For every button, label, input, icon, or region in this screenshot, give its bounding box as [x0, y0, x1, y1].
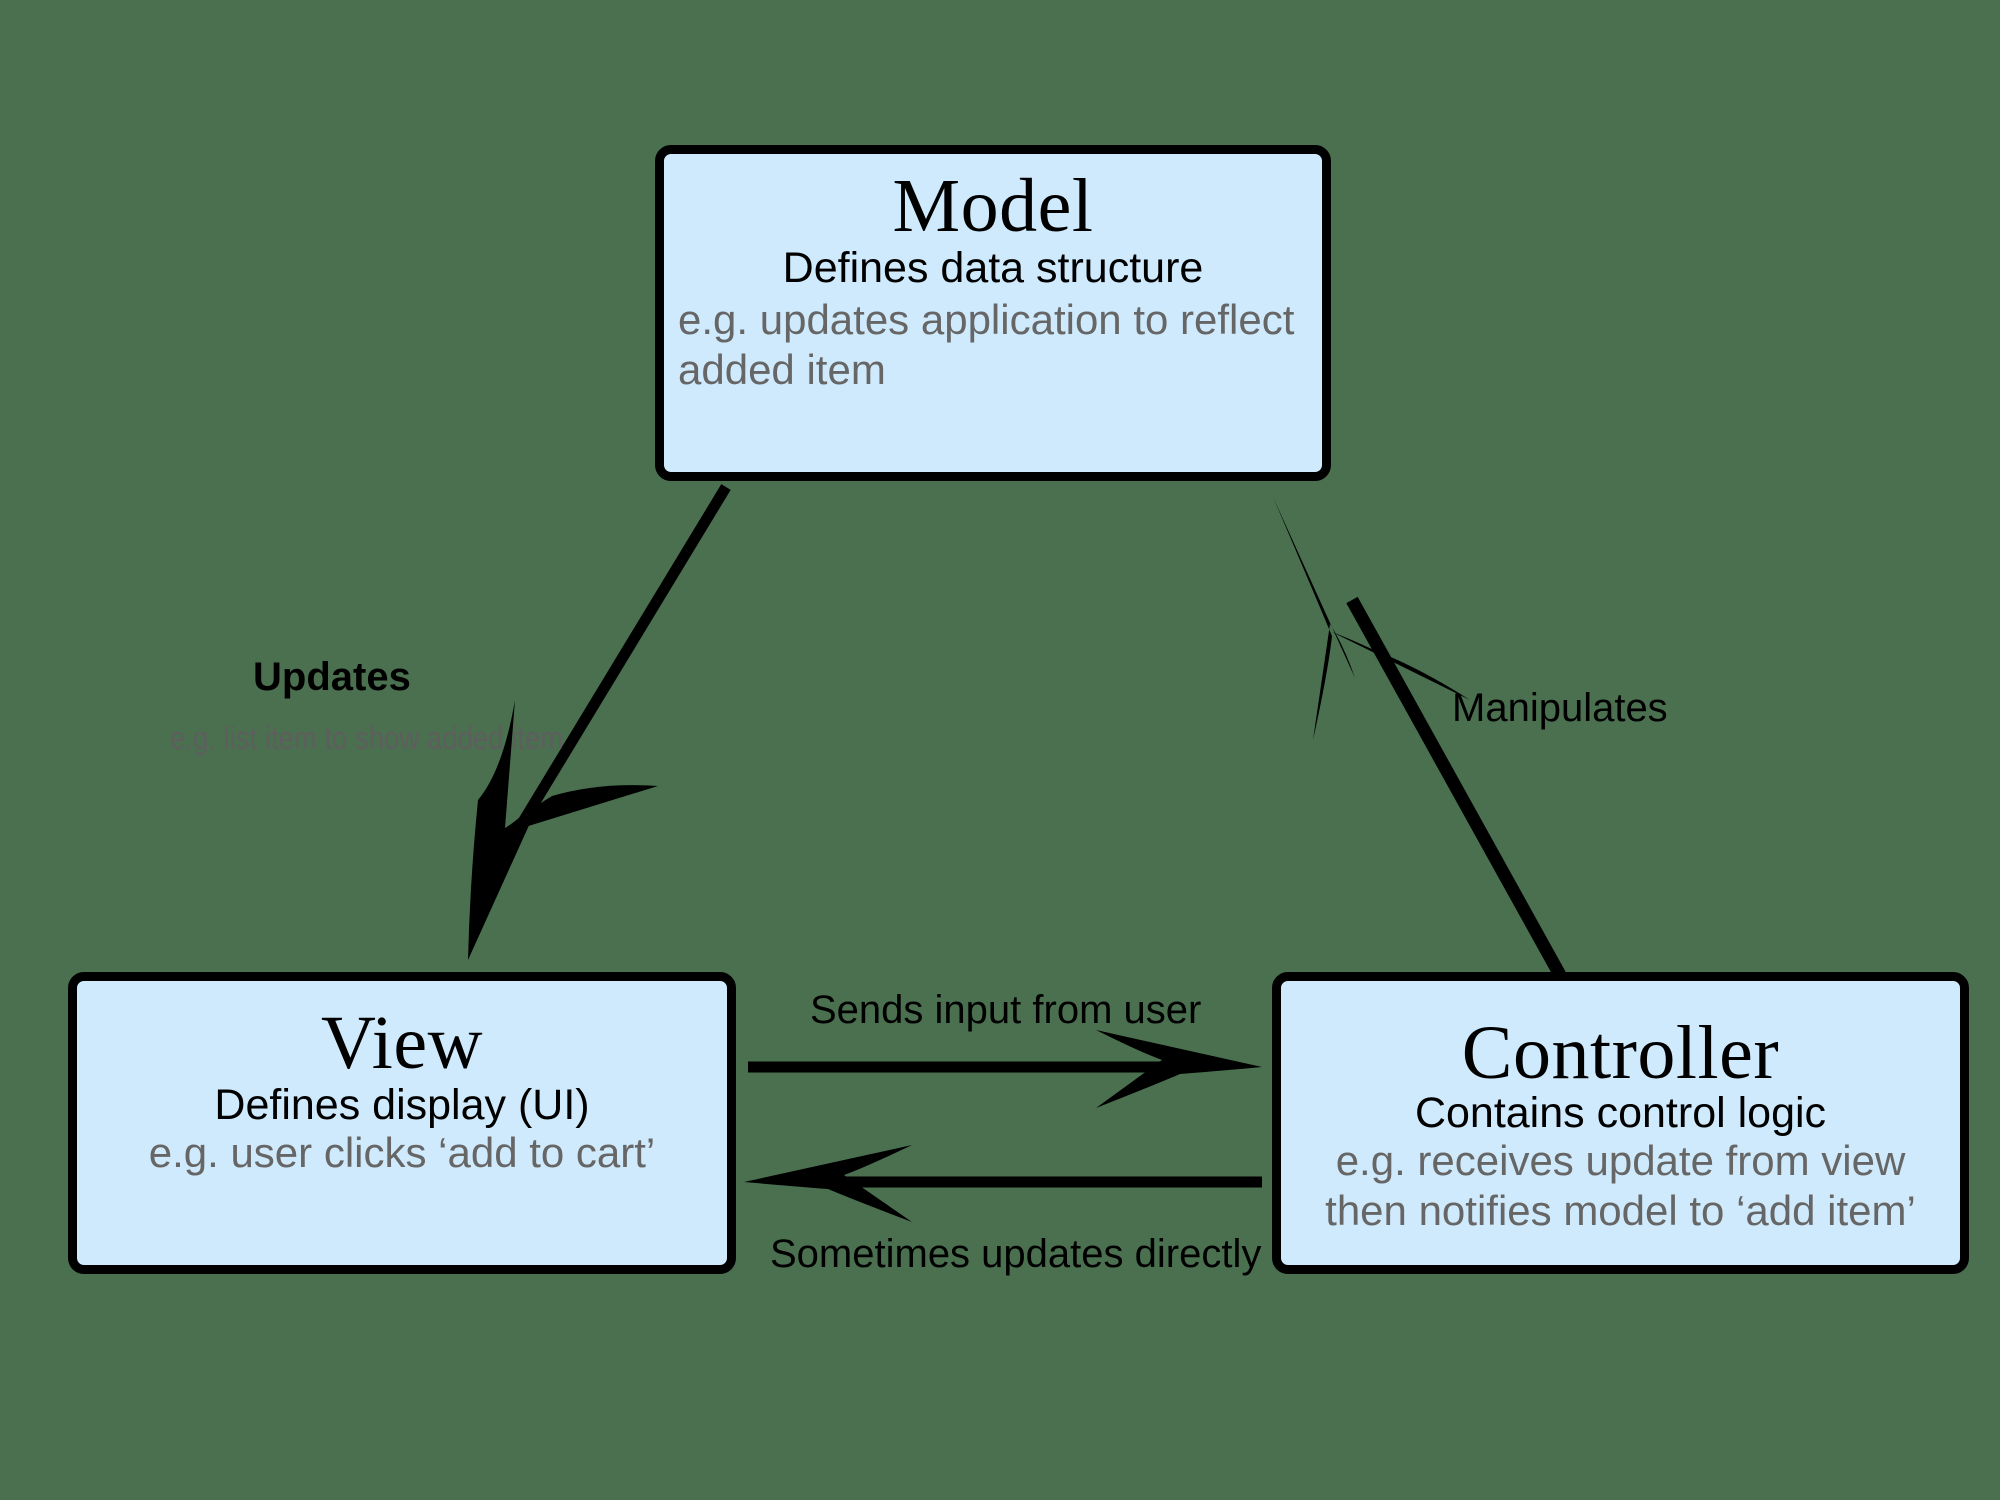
node-controller-subtitle: Contains control logic: [1414, 1089, 1827, 1137]
node-model[interactable]: Model Defines data structure e.g. update…: [655, 145, 1331, 481]
arrow-controller-to-view: [744, 1145, 1262, 1222]
edge-label-manipulates: Manipulates: [1452, 686, 1668, 730]
arrow-view-to-controller: [748, 1030, 1262, 1108]
node-view-example: e.g. user clicks ‘add to cart’: [148, 1129, 656, 1177]
edge-label-updates-example: e.g. list item to show added item: [170, 720, 564, 756]
node-controller[interactable]: Controller Contains control logic e.g. r…: [1272, 972, 1969, 1274]
node-model-title: Model: [892, 164, 1094, 248]
node-view-subtitle: Defines display (UI): [214, 1081, 590, 1129]
edge-label-sends-input-from-user: Sends input from user: [810, 988, 1202, 1032]
arrow-controller-to-model: [1273, 497, 1566, 979]
edge-label-updates: Updates: [253, 655, 411, 699]
node-model-subtitle: Defines data structure: [782, 244, 1204, 292]
node-view-title: View: [320, 1001, 484, 1085]
node-model-example: e.g. updates application to reflect adde…: [678, 296, 1295, 393]
edge-label-sometimes-updates-directly: Sometimes updates directly: [770, 1232, 1262, 1276]
node-controller-example-line2: then notifies model to ‘add item’: [1325, 1186, 1916, 1234]
node-view[interactable]: View Defines display (UI) e.g. user clic…: [68, 972, 736, 1274]
node-controller-title: Controller: [1461, 1011, 1780, 1095]
node-controller-example-line1: e.g. receives update from view: [1335, 1137, 1906, 1185]
